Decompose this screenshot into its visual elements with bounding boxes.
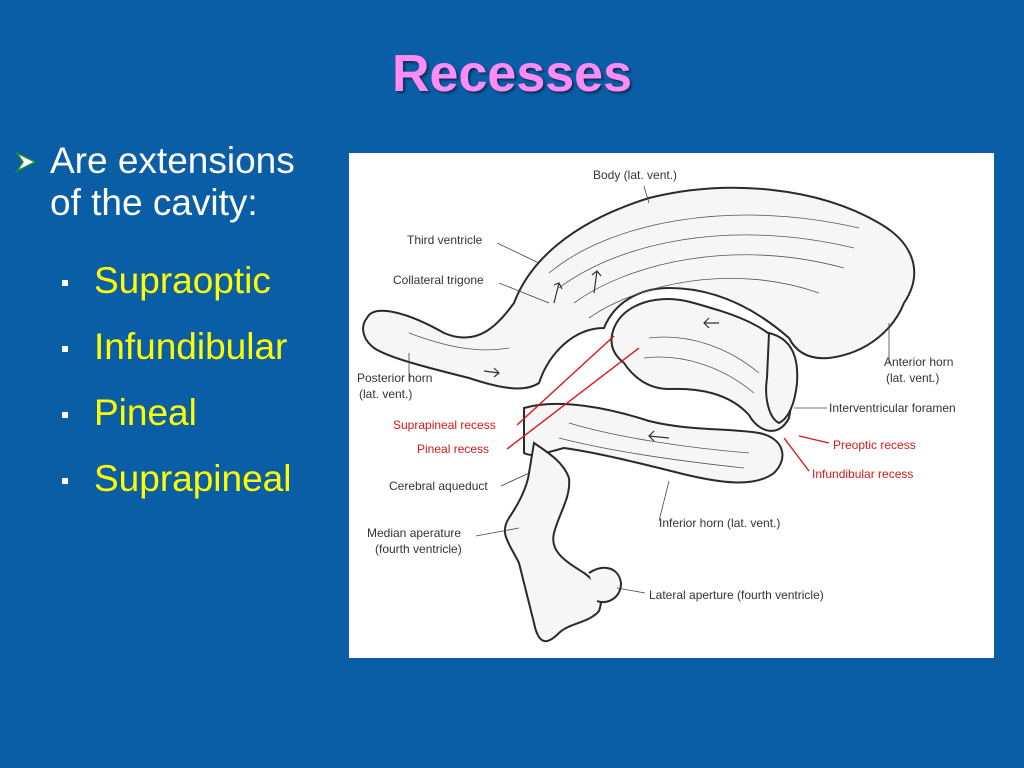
label-pineal-recess: Pineal recess bbox=[417, 442, 489, 456]
label-suprapineal-recess: Suprapineal recess bbox=[393, 418, 496, 432]
main-bullet-line-2: of the cavity: bbox=[50, 182, 258, 223]
label-anterior-horn-1: Anterior horn bbox=[884, 355, 953, 369]
ventricle-diagram: Body (lat. vent.) Third ventricle Collat… bbox=[349, 153, 994, 658]
square-bullet-icon bbox=[62, 346, 68, 352]
ventricle-shape bbox=[362, 186, 916, 643]
sub-bullet-text: Pineal bbox=[94, 392, 197, 433]
label-posterior-horn-1: Posterior horn bbox=[357, 371, 432, 385]
square-bullet-icon bbox=[62, 478, 68, 484]
label-anterior-horn-2: (lat. vent.) bbox=[886, 371, 939, 385]
main-bullet-text: Are extensions of the cavity: bbox=[50, 140, 295, 224]
slide-title: Recesses bbox=[392, 45, 632, 103]
label-third-ventricle: Third ventricle bbox=[407, 233, 483, 247]
label-collateral-trigone: Collateral trigone bbox=[393, 273, 484, 287]
label-body: Body (lat. vent.) bbox=[593, 168, 677, 182]
red-leader-lines bbox=[506, 335, 830, 472]
texture-hatching bbox=[408, 214, 860, 469]
main-bullet-line-1: Are extensions bbox=[50, 140, 295, 181]
label-median-aperture-1: Median aperature bbox=[367, 526, 461, 540]
label-leader-lines bbox=[408, 185, 890, 594]
label-cerebral-aqueduct: Cerebral aqueduct bbox=[389, 479, 488, 493]
flow-arrows bbox=[483, 270, 719, 442]
label-posterior-horn-2: (lat. vent.) bbox=[359, 387, 412, 401]
sub-bullet-text: Infundibular bbox=[94, 326, 288, 367]
label-lateral-aperture: Lateral aperture (fourth ventricle) bbox=[649, 588, 824, 602]
sub-bullet-text: Suprapineal bbox=[94, 458, 292, 499]
sub-bullet-text: Supraoptic bbox=[94, 260, 271, 301]
label-median-aperture-2: (fourth ventricle) bbox=[375, 542, 462, 556]
ventricle-illustration: Body (lat. vent.) Third ventricle Collat… bbox=[357, 168, 956, 643]
label-infundibular-recess: Infundibular recess bbox=[812, 467, 913, 481]
label-inferior-horn: Inferior horn (lat. vent.) bbox=[659, 516, 780, 530]
label-preoptic-recess: Preoptic recess bbox=[833, 438, 916, 452]
square-bullet-icon bbox=[62, 412, 68, 418]
square-bullet-icon bbox=[62, 280, 68, 286]
arrow-bullet-icon bbox=[14, 151, 37, 173]
label-interventricular-foramen: Interventricular foramen bbox=[829, 401, 956, 415]
